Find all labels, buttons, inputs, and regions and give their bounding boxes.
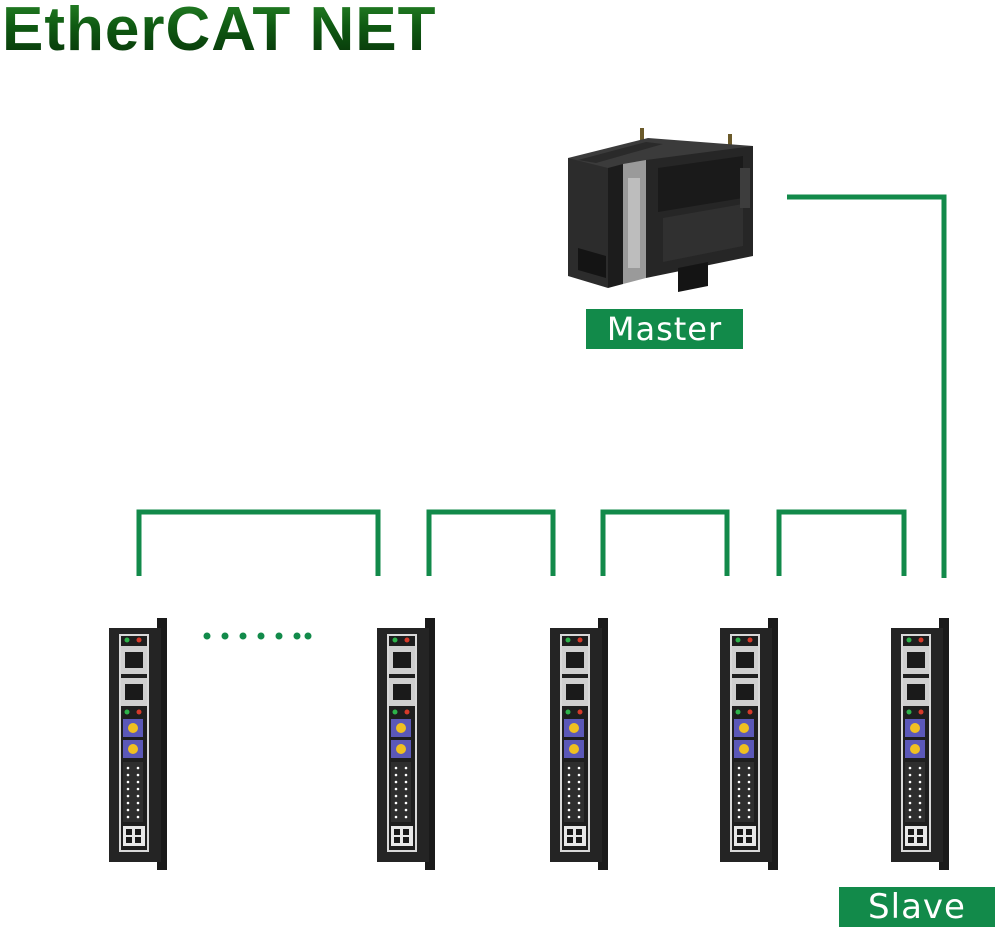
- slave-link-2: [426, 509, 556, 576]
- master-controller: [568, 128, 753, 292]
- slave-device-5: [891, 618, 949, 870]
- slave-device-2: [377, 618, 435, 870]
- slave-device-1: [109, 618, 167, 870]
- diagram-title: EtherCAT NET: [2, 0, 437, 65]
- slave-link-3: [600, 509, 730, 576]
- master-label: Master: [586, 309, 743, 349]
- slave-link-4: [776, 509, 907, 576]
- slave-device-4: [720, 618, 778, 870]
- slave-label: Slave: [839, 887, 995, 927]
- network-lines: [136, 194, 947, 578]
- slave-link-1: [136, 509, 381, 576]
- master-link-line: [787, 194, 947, 578]
- slave-device-3: [550, 618, 608, 870]
- ellipsis-dots: [203, 632, 312, 640]
